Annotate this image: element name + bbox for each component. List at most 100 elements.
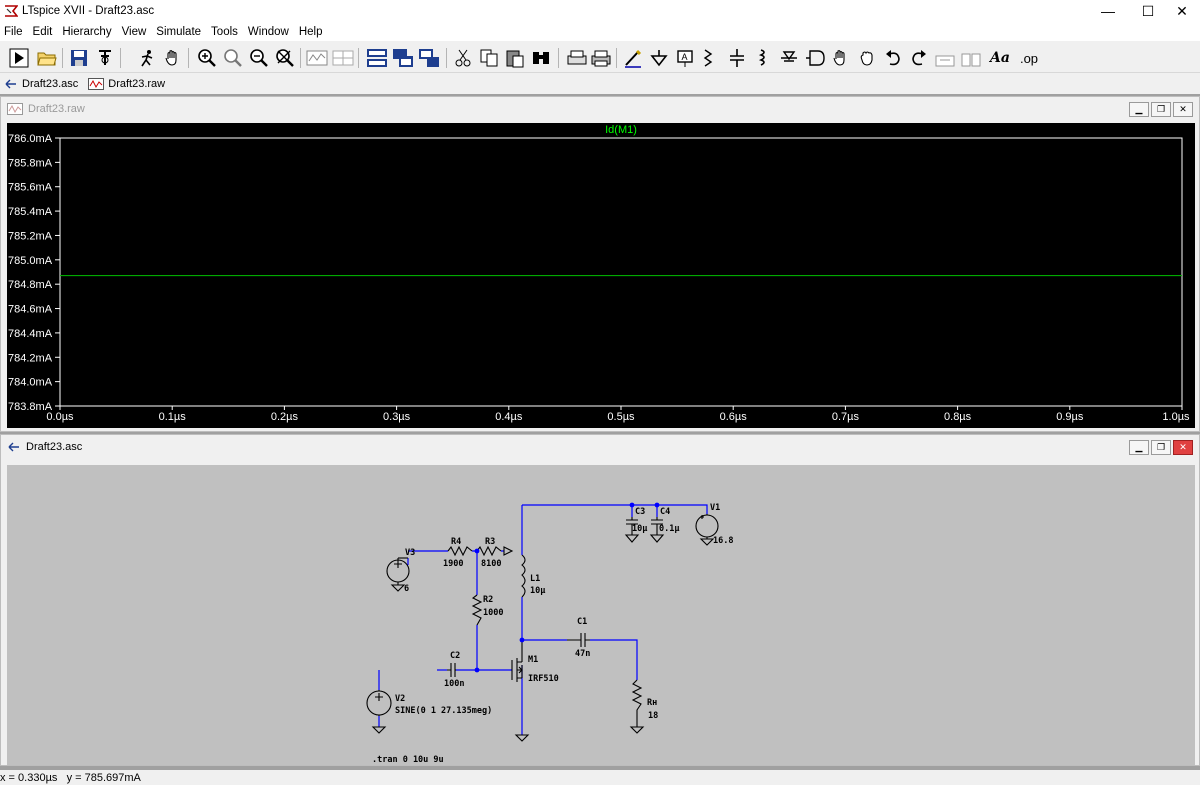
autorange-icon[interactable] (306, 47, 328, 69)
grid-icon[interactable] (332, 47, 354, 69)
paste-icon[interactable] (504, 47, 526, 69)
maximize-button[interactable]: ☐ (1141, 2, 1155, 19)
component-symbols (366, 514, 719, 742)
resistor-icon[interactable] (700, 47, 722, 69)
open-folder-icon[interactable] (36, 47, 58, 69)
r4-label[interactable]: R4 (451, 537, 461, 547)
c4-label[interactable]: C4 (660, 507, 670, 517)
schematic-canvas[interactable]: R4 1900 R3 8100 R2 1000 V3 6 L1 10µ C1 4… (7, 465, 1195, 765)
l1-value[interactable]: 10µ (530, 586, 545, 596)
tile-horizontal-icon[interactable] (366, 47, 388, 69)
copy-icon[interactable] (478, 47, 500, 69)
menu-window[interactable]: Window (247, 25, 289, 38)
v2-value[interactable]: SINE(0 1 27.135meg) (395, 706, 492, 716)
c2-value[interactable]: 100n (444, 679, 464, 689)
tran-directive[interactable]: .tran 0 10u 9u (372, 755, 444, 765)
redo-icon[interactable] (908, 47, 930, 69)
v3-value[interactable]: 6 (404, 584, 409, 594)
r2-value[interactable]: 1000 (483, 608, 503, 618)
c1-value[interactable]: 47n (575, 649, 590, 659)
child-restore-button[interactable]: ❐ (1151, 102, 1171, 117)
menu-edit[interactable]: Edit (32, 25, 53, 38)
zoom-in-icon[interactable] (196, 47, 218, 69)
inductor-icon[interactable] (752, 47, 774, 69)
print-preview-icon[interactable] (566, 47, 588, 69)
menu-bar: File Edit Hierarchy View Simulate Tools … (0, 22, 1200, 41)
cut-icon[interactable] (452, 47, 474, 69)
rh-label[interactable]: Rн (647, 698, 657, 708)
m1-value[interactable]: IRF510 (528, 674, 559, 684)
child-minimize-button[interactable]: ▁ (1129, 440, 1149, 455)
waveform-plot-svg[interactable]: 786.0mA785.8mA785.6mA785.4mA785.2mA785.0… (7, 123, 1195, 428)
r4-value[interactable]: 1900 (443, 559, 463, 569)
r3-value[interactable]: 8100 (481, 559, 501, 569)
c3-value[interactable]: 10µ (632, 524, 647, 534)
zoom-cancel-icon[interactable] (274, 47, 296, 69)
menu-view[interactable]: View (121, 25, 147, 38)
m1-label[interactable]: M1 (528, 655, 538, 665)
title-bar: LTspice XVII - Draft23.asc — ☐ ✕ (0, 0, 1200, 22)
pan-hand-icon[interactable] (162, 47, 184, 69)
label-net-icon[interactable]: A (674, 47, 696, 69)
child-minimize-button[interactable]: ▁ (1129, 102, 1149, 117)
zoom-full-icon[interactable] (222, 47, 244, 69)
mirror-icon[interactable] (960, 47, 982, 69)
spice-directive-button[interactable]: .op (1016, 47, 1042, 69)
waveform-window-titlebar[interactable]: Draft23.raw (1, 97, 1199, 121)
minimize-button[interactable]: — (1101, 3, 1115, 19)
v2-label[interactable]: V2 (395, 694, 405, 704)
schematic-drawing[interactable]: R4 1900 R3 8100 R2 1000 V3 6 L1 10µ C1 4… (7, 465, 1195, 765)
run-icon[interactable] (8, 47, 30, 69)
rh-value[interactable]: 18 (648, 711, 658, 721)
zoom-out-icon[interactable] (248, 47, 270, 69)
find-binoculars-icon[interactable] (530, 47, 552, 69)
text-button-label: Aa (990, 50, 1010, 66)
c3-label[interactable]: C3 (635, 507, 645, 517)
drag-hand-icon[interactable] (856, 47, 878, 69)
capacitor-icon[interactable] (726, 47, 748, 69)
ltspice-logo-icon (5, 5, 18, 17)
menu-simulate[interactable]: Simulate (156, 25, 202, 38)
tab-schematic[interactable]: Draft23.asc (0, 74, 84, 94)
menu-help[interactable]: Help (298, 25, 323, 38)
v3-label[interactable]: V3 (405, 548, 415, 558)
child-close-button[interactable]: ✕ (1173, 102, 1193, 117)
run-halt-icon[interactable] (136, 47, 158, 69)
x-tick-label: 0.1µs (159, 411, 187, 423)
v1-value[interactable]: 16.8 (713, 536, 733, 546)
schematic-window-titlebar[interactable]: Draft23.asc (1, 435, 1199, 459)
r3-label[interactable]: R3 (485, 537, 495, 547)
print-icon[interactable] (590, 47, 612, 69)
undo-icon[interactable] (882, 47, 904, 69)
c2-label[interactable]: C2 (450, 651, 460, 661)
trace-label-id-m1[interactable]: Id(M1) (605, 124, 637, 136)
menu-hierarchy[interactable]: Hierarchy (62, 25, 112, 38)
save-icon[interactable] (68, 47, 90, 69)
c1-label[interactable]: C1 (577, 617, 587, 627)
menu-file[interactable]: File (4, 25, 23, 38)
control-panel-icon[interactable] (94, 47, 116, 69)
text-button[interactable]: Aa (988, 47, 1012, 69)
tile-vertical-icon[interactable] (418, 47, 440, 69)
move-hand-icon[interactable] (830, 47, 852, 69)
l1-label[interactable]: L1 (530, 574, 540, 584)
cascade-icon[interactable] (392, 47, 414, 69)
tab-waveform[interactable]: Draft23.raw (84, 74, 171, 94)
child-close-button[interactable]: ✕ (1173, 440, 1193, 455)
svg-text:A: A (682, 52, 688, 62)
ground-icon[interactable] (648, 47, 670, 69)
c4-value[interactable]: 0.1µ (659, 524, 679, 534)
v1-label[interactable]: V1 (710, 503, 720, 513)
child-restore-button[interactable]: ❐ (1151, 440, 1171, 455)
diode-icon[interactable] (778, 47, 800, 69)
draw-wire-icon[interactable] (622, 47, 644, 69)
close-button[interactable]: ✕ (1176, 2, 1188, 19)
component-icon[interactable] (804, 47, 826, 69)
plot-frame (59, 137, 1183, 407)
rotate-icon[interactable] (934, 47, 956, 69)
menu-tools[interactable]: Tools (211, 25, 238, 38)
r2-label[interactable]: R2 (483, 595, 493, 605)
x-tick-label: 0.7µs (832, 411, 860, 423)
